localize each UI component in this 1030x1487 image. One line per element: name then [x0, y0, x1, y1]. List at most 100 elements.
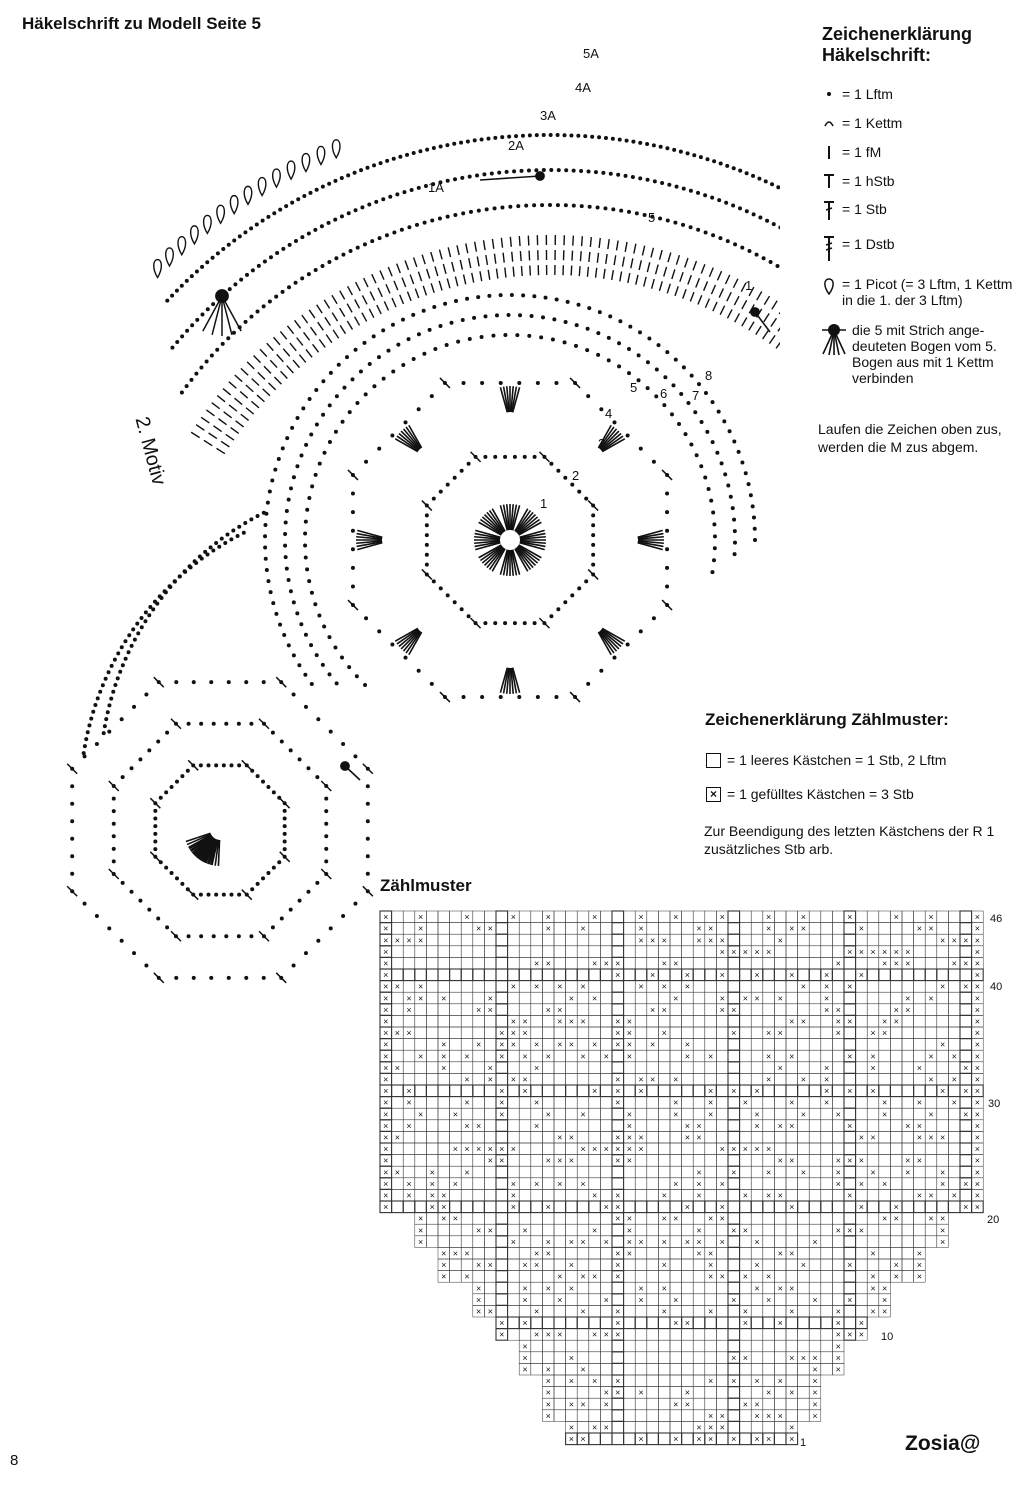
- grid-cell: [553, 1049, 566, 1063]
- grid-cell: [460, 968, 474, 982]
- filled-cell-mark: ×: [569, 1376, 574, 1386]
- filled-cell-mark: ×: [928, 912, 933, 922]
- grid-cell: [449, 1223, 462, 1237]
- grid-cell: [634, 1177, 648, 1190]
- grid-cell: [762, 1084, 775, 1098]
- grid-cell: [866, 1235, 880, 1248]
- grid-cell: [866, 1177, 880, 1190]
- filled-cell-mark: ×: [789, 924, 794, 934]
- filled-cell-mark: ×: [720, 1237, 725, 1247]
- grid-cell: [704, 957, 717, 970]
- grid-cell: [739, 910, 752, 923]
- grid-cell: [507, 1247, 520, 1260]
- grid-cell: [518, 957, 532, 970]
- filled-cell-mark: ×: [615, 959, 620, 969]
- grid-end-note: Zur Beendigung des letzten Kästchens der…: [704, 823, 995, 857]
- grid-cell: [402, 1165, 416, 1179]
- grid-cell: [507, 1107, 520, 1121]
- grid-cell: [692, 1003, 706, 1016]
- grid-cell: [414, 1119, 427, 1132]
- grid-cell: [843, 1142, 857, 1156]
- filled-cell-mark: ×: [685, 1237, 690, 1247]
- grid-cell: [426, 957, 439, 970]
- grid-cell: [797, 1119, 810, 1132]
- filled-cell-mark: ×: [743, 947, 748, 957]
- grid-cell: [460, 1003, 474, 1016]
- grid-cell: [959, 1188, 973, 1202]
- grid-cell: [936, 1049, 949, 1063]
- grid-cell: [936, 910, 949, 923]
- grid-cell: [472, 945, 485, 958]
- grid-cell: [866, 980, 880, 993]
- filled-cell-mark: ×: [662, 1028, 667, 1038]
- grid-cell: [634, 1038, 648, 1051]
- grid-cell: [924, 1038, 938, 1051]
- legend-picot-line-1: = 1 Picot (= 3 Lftm, 1 Kettm: [842, 276, 1013, 292]
- grid-cell: [948, 945, 961, 958]
- grid-cell: [634, 1247, 648, 1260]
- grid-cell: [611, 945, 625, 958]
- grid-cell: [901, 1096, 914, 1109]
- grid-cell: [797, 1247, 810, 1260]
- filled-cell-mark: ×: [975, 1156, 980, 1166]
- grid-cell: [727, 1154, 741, 1167]
- grid-cell: [808, 922, 822, 935]
- grid-cell: [855, 980, 868, 993]
- motif-ring-1: [421, 451, 599, 629]
- grid-cell: [750, 1305, 764, 1318]
- grid-cell: [565, 1189, 578, 1202]
- grid-cell: [797, 1131, 810, 1144]
- filled-cell-mark: ×: [662, 1307, 667, 1317]
- grid-cell: [449, 1119, 462, 1132]
- grid-cell: [669, 1189, 682, 1202]
- grid-cell: [820, 910, 833, 923]
- grid-cell: [820, 945, 833, 958]
- grid-cell: [623, 1003, 636, 1016]
- grid-cell: [774, 1305, 787, 1318]
- grid-cell: [681, 1421, 694, 1434]
- filled-cell-mark: ×: [720, 993, 725, 1003]
- grid-cell: [936, 968, 949, 982]
- grid-cell: [576, 1386, 590, 1399]
- grid-cell: [658, 1165, 671, 1179]
- grid-cell: [623, 910, 636, 923]
- grid-cell: [634, 1421, 648, 1434]
- grid-cell: [472, 933, 485, 947]
- grid-cell: [426, 1235, 439, 1248]
- grid-cell: [797, 1084, 810, 1098]
- grid-cell: [785, 1073, 798, 1086]
- grid-cell: [414, 1165, 427, 1179]
- filled-cell-mark: ×: [592, 1191, 597, 1201]
- grid-cell: [634, 1003, 648, 1016]
- grid-cell: [495, 1188, 509, 1202]
- filled-cell-mark: ×: [534, 1307, 539, 1317]
- grid-cell: [484, 1131, 497, 1144]
- grid-cell: [391, 991, 404, 1005]
- grid-cell: [669, 1026, 682, 1039]
- filled-cell-mark: ×: [592, 1040, 597, 1050]
- filled-cell-mark: ×: [383, 1028, 388, 1038]
- filled-cell-mark: ×: [580, 1144, 585, 1154]
- filled-cell-mark: ×: [836, 1307, 841, 1317]
- grid-cell: [565, 980, 578, 993]
- grid-cell: [472, 991, 485, 1005]
- filled-cell-mark: ×: [488, 1307, 493, 1317]
- grid-cell: [634, 1351, 648, 1364]
- grid-cell: [449, 1189, 462, 1202]
- grid-cell: [855, 1119, 868, 1132]
- grid-cell: [484, 1247, 497, 1260]
- filled-cell-mark: ×: [534, 1063, 539, 1073]
- grid-cell: [402, 957, 416, 970]
- grid-cell: [716, 1247, 729, 1260]
- grid-cell: [426, 1131, 439, 1144]
- grid-cell: [588, 1015, 601, 1028]
- grid-cell: [657, 1200, 671, 1214]
- filled-cell-mark: ×: [975, 1017, 980, 1027]
- grid-cell: [808, 1200, 822, 1214]
- grid-cell: [948, 980, 961, 993]
- grid-cell: [530, 991, 543, 1005]
- filled-cell-mark: ×: [696, 1133, 701, 1143]
- grid-cell: [692, 1026, 706, 1039]
- filled-cell-mark: ×: [476, 1005, 481, 1015]
- grid-cell: [646, 1258, 659, 1271]
